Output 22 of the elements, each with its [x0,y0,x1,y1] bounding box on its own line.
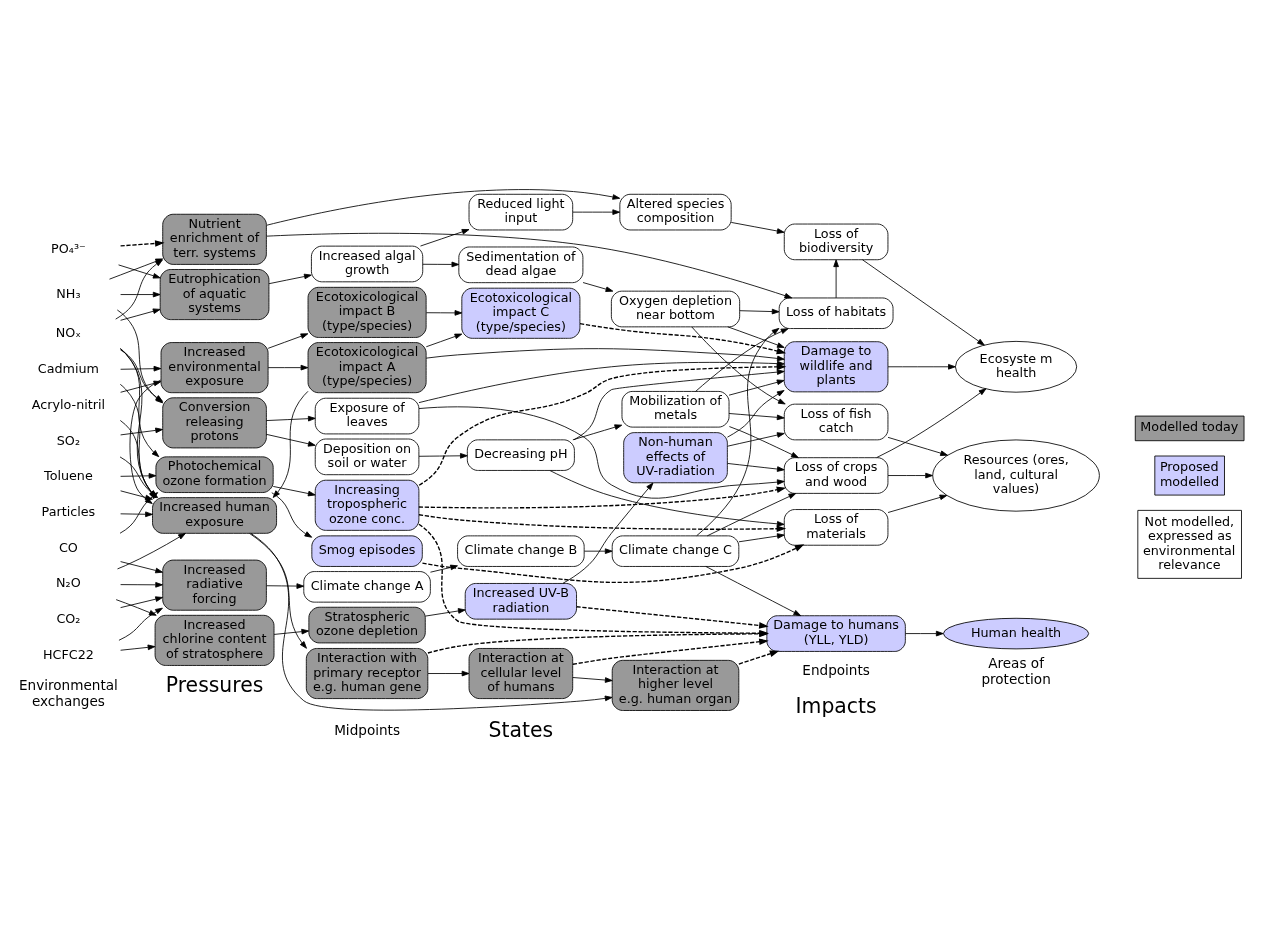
node-text: NOₓ [55,324,81,340]
label: Midpoints [334,721,400,738]
node-text: Acrylo-nitril [31,396,106,412]
node-text: CO₂ [56,610,81,626]
label: States [488,717,554,742]
node-text: SO₂ [56,432,81,448]
node-text: N₂O [56,574,81,590]
legend-label: Proposed modelled [1159,458,1220,489]
node-text: PO₄³⁻ [51,240,86,255]
node-text: HCFC22 [42,646,94,662]
legend-label: Modelled today [1140,418,1239,434]
node-text: Cadmium [37,360,99,376]
label: Environmental exchanges [19,676,118,709]
legend-label: Not modelled, expressed as environmental relevance [1142,513,1236,572]
label: Endpoints [802,661,870,678]
label: Pressures [165,672,264,697]
label: Impacts [795,693,877,718]
node-text: CO [58,539,78,555]
node-text: Particles [41,503,96,519]
label: Areas of protection [981,654,1051,687]
node-text: Toluene [44,467,93,483]
node-text: NH₃ [56,285,81,301]
